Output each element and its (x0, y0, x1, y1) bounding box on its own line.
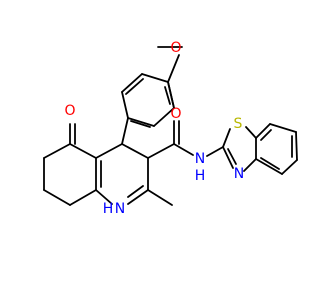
atom-h-amide: H (195, 168, 206, 184)
bond (121, 91, 129, 119)
bond (121, 143, 149, 159)
bonds (43, 46, 298, 206)
bond (130, 120, 151, 128)
bond (43, 189, 71, 206)
bond (121, 73, 143, 93)
bond (127, 185, 144, 198)
bond (167, 54, 180, 83)
bond (121, 117, 129, 145)
atom-o-methoxy: O (170, 40, 181, 56)
bond (260, 129, 272, 141)
bond (173, 143, 194, 156)
bond (295, 131, 298, 161)
molecule-diagram: O O O N H N H N S (43, 40, 298, 217)
bond (255, 123, 271, 139)
bond (255, 158, 283, 175)
bond (127, 189, 149, 205)
bond (281, 159, 298, 175)
atom-o-ketone: O (64, 103, 75, 119)
bond (69, 143, 97, 159)
bond (43, 143, 71, 159)
bond (227, 148, 237, 165)
atom-n-amide: N (195, 151, 205, 167)
atom-o-amide: O (170, 106, 181, 122)
bond (127, 117, 155, 127)
bond (269, 123, 297, 133)
bond (95, 189, 113, 205)
atom-n-thiazole: N (234, 166, 244, 182)
molecule-structure: O O O N H N H N S (43, 40, 298, 217)
bond (164, 86, 171, 105)
bond (141, 73, 169, 83)
bond (95, 143, 123, 159)
bond (222, 146, 234, 169)
atom-labels: O O O N H N H N S (64, 40, 244, 217)
bond (243, 158, 257, 172)
bond (153, 107, 175, 127)
bond (69, 189, 97, 206)
atom-n-ring: N (115, 201, 125, 217)
bond (147, 143, 175, 159)
atom-h-ring: H (103, 201, 114, 217)
bond (125, 78, 144, 95)
bond (245, 126, 257, 139)
bond (147, 189, 173, 206)
atom-s-thiazole: S (234, 116, 243, 132)
bond (222, 128, 231, 148)
bond (206, 146, 224, 157)
bond (167, 81, 175, 109)
bond (260, 157, 280, 170)
